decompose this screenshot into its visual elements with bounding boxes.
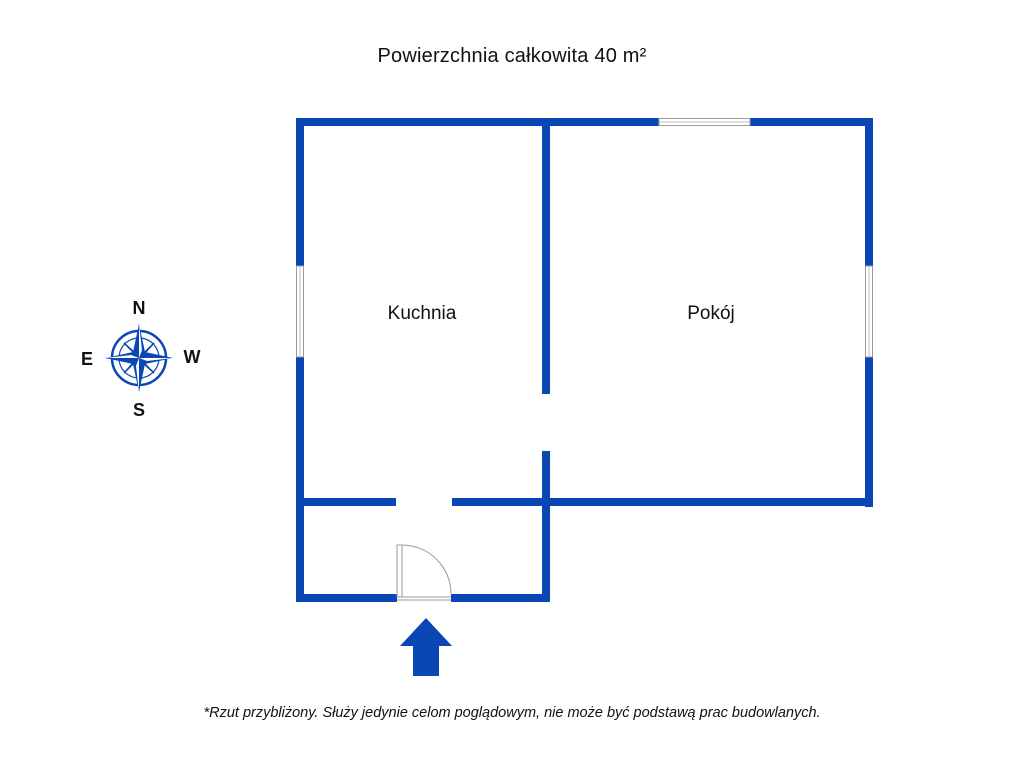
compass-east: E <box>81 349 93 369</box>
wall-left-lower <box>296 357 304 602</box>
entrance-arrow-icon <box>400 618 452 676</box>
compass-south: S <box>133 400 145 420</box>
wall-right-upper <box>865 118 873 266</box>
entrance-door <box>396 544 452 601</box>
wall-top-left <box>296 118 659 126</box>
wall-top-right <box>750 118 873 126</box>
walls <box>296 118 873 602</box>
room-label-living: Pokój <box>687 303 735 324</box>
room-label-kitchen: Kuchnia <box>388 303 457 324</box>
compass-icon <box>105 324 173 392</box>
wall-mid-right <box>452 498 873 506</box>
windows <box>296 118 873 358</box>
wall-right-lower <box>865 357 873 507</box>
wall-bottom-right <box>451 594 550 602</box>
wall-divider-upper <box>542 118 550 394</box>
compass-west: W <box>184 347 201 367</box>
plan-title: Powierzchnia całkowita 40 m² <box>377 45 647 67</box>
compass-north: N <box>133 298 146 318</box>
wall-bottom-left <box>296 594 397 602</box>
wall-divider-lower <box>542 451 550 602</box>
disclaimer-note: *Rzut przybliżony. Służy jedynie celom p… <box>203 705 821 721</box>
wall-left-upper <box>296 118 304 266</box>
wall-mid-left <box>296 498 396 506</box>
